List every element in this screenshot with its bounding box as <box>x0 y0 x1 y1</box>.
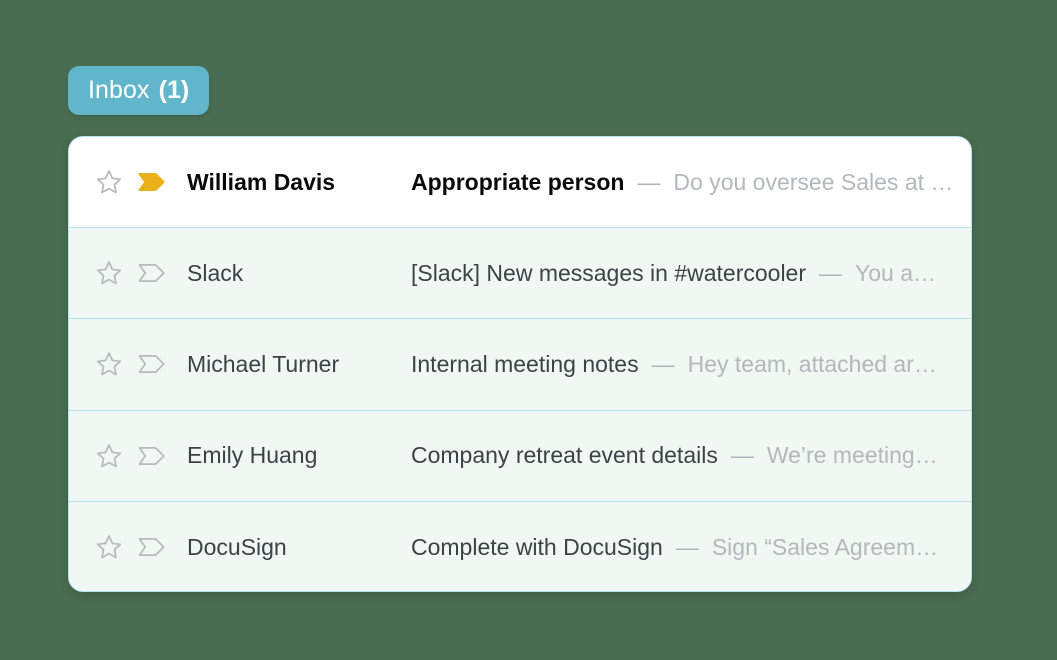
message-subject-line: [Slack] New messages in #watercooler — You… <box>411 260 957 287</box>
message-sender: Emily Huang <box>187 442 318 469</box>
message-separator: — <box>651 350 675 377</box>
label-icon[interactable] <box>136 533 166 561</box>
message-separator: — <box>819 259 842 286</box>
message-subject: Complete with DocuSign <box>411 533 663 560</box>
star-icon[interactable] <box>95 533 123 561</box>
message-sender: DocuSign <box>187 533 287 560</box>
message-row[interactable]: William Davis Appropriate person — Do you o… <box>69 137 971 229</box>
message-preview: Sign “Sales Agreem… <box>711 533 939 560</box>
message-row[interactable]: Michael Turner Internal meeting notes — Hey… <box>69 319 971 411</box>
inbox-unread-count: (1) <box>158 76 190 104</box>
message-preview: Do you oversee Sales at … <box>673 168 954 195</box>
message-subject-line: Company retreat event details — We’re meet… <box>411 442 957 469</box>
label-icon[interactable] <box>136 259 166 287</box>
message-list: William Davis Appropriate person — Do you o… <box>68 136 972 592</box>
message-row[interactable]: DocuSign Complete with DocuSign — Sign “Sal… <box>69 501 971 591</box>
message-sender: Slack <box>187 259 244 286</box>
message-row[interactable]: Emily Huang Company retreat event details… <box>69 410 971 502</box>
message-preview: Hey team, attached ar… <box>687 350 937 377</box>
message-subject: Internal meeting notes <box>411 350 639 377</box>
label-icon[interactable] <box>136 168 166 196</box>
message-row[interactable]: Slack [Slack] New messages in #watercoole… <box>69 228 971 320</box>
star-icon[interactable] <box>95 350 123 378</box>
inbox-badge-label: Inbox <box>88 76 150 104</box>
message-sender: Michael Turner <box>187 350 340 377</box>
label-icon[interactable] <box>136 350 166 378</box>
message-preview: You a… <box>855 259 936 286</box>
message-separator: — <box>730 442 754 469</box>
star-icon[interactable] <box>95 259 123 287</box>
message-subject-line: Appropriate person — Do you oversee Sales … <box>411 169 957 196</box>
message-subject: Appropriate person <box>411 168 625 195</box>
message-subject: Company retreat event details <box>411 442 718 469</box>
label-icon[interactable] <box>136 442 166 470</box>
star-icon[interactable] <box>95 442 123 470</box>
message-subject-line: Internal meeting notes — Hey team, attache… <box>411 351 957 378</box>
message-subject-line: Complete with DocuSign — Sign “Sales Agree… <box>411 534 957 561</box>
star-icon[interactable] <box>95 168 123 196</box>
message-preview: We’re meeting… <box>766 442 938 469</box>
message-separator: — <box>637 168 661 195</box>
message-sender: William Davis <box>187 168 336 195</box>
inbox-badge[interactable]: Inbox (1) <box>68 66 210 115</box>
message-separator: — <box>675 533 699 560</box>
message-subject: [Slack] New messages in #watercooler <box>411 259 806 286</box>
